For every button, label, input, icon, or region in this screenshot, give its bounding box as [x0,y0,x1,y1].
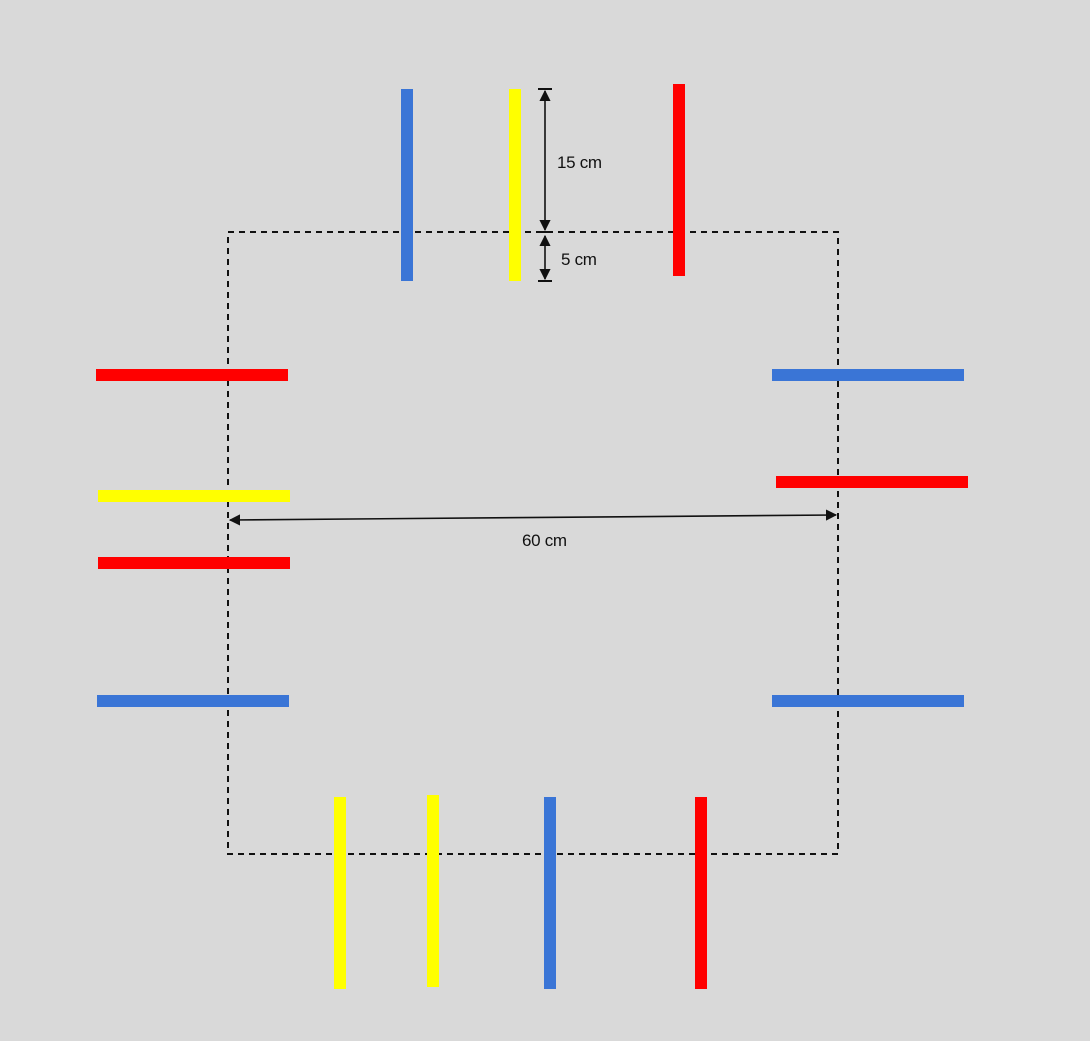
dimension-15cm: 15 cm [538,88,602,233]
stick-right-blue-2 [772,695,964,707]
stick-right-red [776,476,968,488]
stick-top-yellow [509,89,521,281]
dimension-60cm: 60 cm [228,509,838,550]
top-sticks [401,84,685,281]
dimension-60cm-label: 60 cm [522,531,567,550]
right-sticks [772,369,968,707]
left-sticks [96,369,290,707]
stick-left-red-1 [96,369,288,381]
stick-bottom-yellow-2 [427,795,439,987]
bottom-sticks [334,795,707,989]
stick-bottom-blue [544,797,556,989]
dimension-5cm: 5 cm [538,234,597,282]
stick-left-red-2 [98,557,290,569]
stick-bottom-yellow-1 [334,797,346,989]
stick-bottom-red [695,797,707,989]
dimension-60cm-arrow [228,509,838,526]
stick-left-yellow [98,490,290,502]
stick-right-blue-1 [772,369,964,381]
dimension-5cm-label: 5 cm [561,250,597,269]
stick-left-blue [97,695,289,707]
dimension-15cm-label: 15 cm [557,153,602,172]
stick-top-blue [401,89,413,281]
stick-top-red [673,84,685,276]
